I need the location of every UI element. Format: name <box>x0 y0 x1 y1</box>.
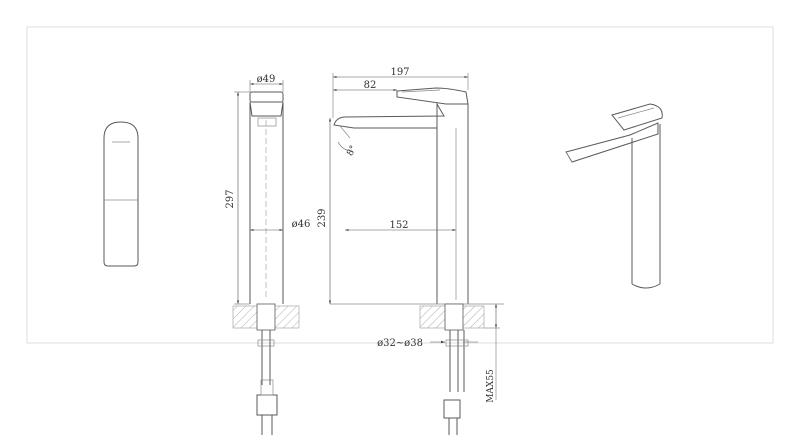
front-view <box>328 73 504 435</box>
label-body-diameter: ø46 <box>292 219 311 230</box>
label-top-diameter: ø49 <box>257 74 276 85</box>
label-max-thickness: MAX55 <box>486 369 496 403</box>
label-hole-range: ø32~ø38 <box>377 338 423 349</box>
back-view <box>103 121 139 267</box>
label-overall-width: 197 <box>390 67 409 78</box>
label-spout-height: 239 <box>317 208 328 227</box>
label-angle: 8° <box>345 144 359 158</box>
label-total-height: 297 <box>225 189 236 208</box>
perspective-view <box>565 103 663 289</box>
label-handle-offset: 82 <box>364 80 377 91</box>
drawing-frame <box>26 26 774 344</box>
side-view <box>232 80 300 435</box>
label-spout-reach: 152 <box>389 220 408 231</box>
